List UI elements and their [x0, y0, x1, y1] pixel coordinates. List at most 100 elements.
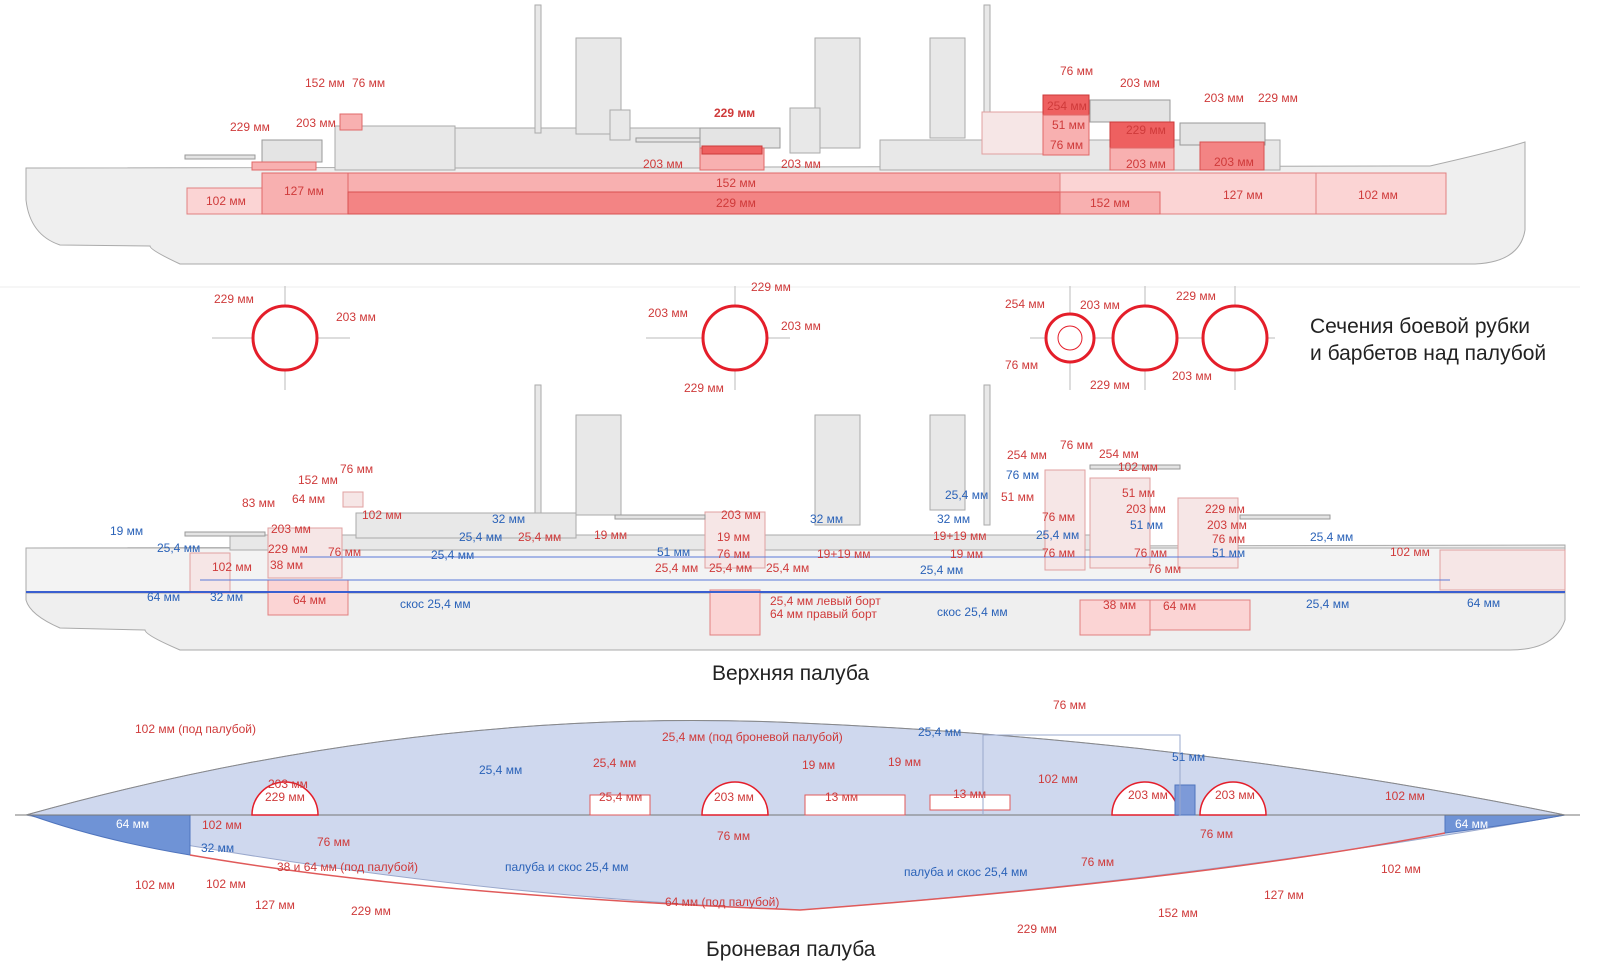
label: 102 мм: [206, 877, 246, 891]
label: 51 мм: [657, 545, 691, 559]
label: 127 мм: [1264, 888, 1304, 902]
label: 13 мм: [825, 790, 859, 804]
label: 51 мм: [1172, 750, 1206, 764]
label: 203 мм: [721, 508, 761, 522]
label: 25,4 мм: [1036, 528, 1080, 542]
label: 76 мм: [1200, 827, 1234, 841]
label: 127 мм: [1223, 188, 1263, 202]
label: 203 мм: [1207, 518, 1247, 532]
label: 25,4 мм: [157, 541, 201, 555]
label: 76 мм: [1042, 510, 1076, 524]
label: 203 мм: [1172, 369, 1212, 383]
armor-deck-title: Броневая палуба: [706, 938, 876, 961]
label: 25,4 мм: [655, 561, 699, 575]
label: 76 мм: [1081, 855, 1115, 869]
label: 102 мм: [1358, 188, 1398, 202]
label: 102 мм: [362, 508, 402, 522]
label: 76 мм: [1212, 532, 1246, 546]
label: 102 мм: [206, 194, 246, 208]
label: 102 мм: [1038, 772, 1078, 786]
label: 102 мм: [135, 878, 175, 892]
barbette-sections: [212, 286, 1275, 390]
label: 83 мм: [242, 496, 276, 510]
label: 229 мм: [716, 196, 756, 210]
label: 76 мм: [1060, 438, 1094, 452]
label: 76 мм: [1050, 138, 1084, 152]
label: скос 25,4 мм: [400, 597, 471, 611]
label: 76 мм: [1053, 698, 1087, 712]
label: 229 мм: [714, 106, 756, 120]
label: 19+19 мм: [817, 547, 871, 561]
label: 25,4 мм: [599, 790, 643, 804]
label: 25,4 мм левый борт: [770, 594, 881, 608]
label: 203 мм: [1214, 155, 1254, 169]
label: 152 мм: [298, 473, 338, 487]
label: 51 мм: [1212, 546, 1246, 560]
label: 76 мм: [1148, 562, 1182, 576]
label: 229 мм: [1176, 289, 1216, 303]
label: 127 мм: [255, 898, 295, 912]
label: 25,4 мм: [1310, 530, 1354, 544]
label: 32 мм: [810, 512, 844, 526]
label: 25,4 мм: [920, 563, 964, 577]
label: 102 мм: [212, 560, 252, 574]
label: 25,4 мм: [431, 548, 475, 562]
label: 203 мм: [1128, 788, 1168, 802]
label: 19+19 мм: [933, 529, 987, 543]
label: 19 мм: [888, 755, 922, 769]
label: 76 мм: [1006, 468, 1040, 482]
label: 25,4 мм: [918, 725, 962, 739]
label: 25,4 мм: [479, 763, 523, 777]
label: 76 мм: [352, 76, 386, 90]
label: 25,4 мм: [766, 561, 810, 575]
label: 38 и 64 мм (под палубой): [277, 860, 419, 874]
label: 229 мм: [751, 280, 791, 294]
label: 25,4 мм: [1306, 597, 1350, 611]
label: 229 мм: [684, 381, 724, 395]
label: 203 мм: [1215, 788, 1255, 802]
label: 203 мм: [336, 310, 376, 324]
label: 102 мм (под палубой): [135, 722, 256, 736]
label: 19 мм: [717, 530, 751, 544]
label: 203 мм: [271, 522, 311, 536]
label: 51 мм: [1001, 490, 1035, 504]
label: 32 мм: [937, 512, 971, 526]
label: 76 мм: [717, 829, 751, 843]
upper-deck-title: Верхняя палуба: [712, 662, 870, 685]
label: 32 мм: [201, 841, 235, 855]
label: 64 мм: [1163, 599, 1197, 613]
label: 76 мм: [317, 835, 351, 849]
label: 13 мм: [953, 787, 987, 801]
label: 19 мм: [110, 524, 144, 538]
label: 51 мм: [1052, 118, 1086, 132]
top-profile-view: [25, 4, 1526, 265]
label: 19 мм: [950, 547, 984, 561]
label: 127 мм: [284, 184, 324, 198]
label: 38 мм: [1103, 598, 1137, 612]
label: 254 мм: [1047, 99, 1087, 113]
label: 76 мм: [717, 547, 751, 561]
label: 152 мм: [716, 176, 756, 190]
label: 203 мм: [1126, 157, 1166, 171]
label: 64 мм: [292, 492, 326, 506]
label: 76 мм: [1134, 546, 1168, 560]
label: палуба и скос 25,4 мм: [904, 865, 1028, 879]
label: 203 мм: [296, 116, 336, 130]
label: 203 мм: [268, 777, 308, 791]
label: 25,4 мм (под броневой палубой): [662, 730, 843, 744]
label: 19 мм: [594, 528, 628, 542]
label: 102 мм: [202, 818, 242, 832]
label: 229 мм: [351, 904, 391, 918]
label: 229 мм: [1258, 91, 1298, 105]
label: 32 мм: [492, 512, 526, 526]
label: 229 мм: [265, 790, 305, 804]
label: 64 мм правый борт: [770, 607, 877, 621]
label: 152 мм: [1158, 906, 1198, 920]
label: 25,4 мм: [709, 561, 753, 575]
label: 76 мм: [340, 462, 374, 476]
label: 64 мм: [1467, 596, 1501, 610]
label: 25,4 мм: [593, 756, 637, 770]
armor-deck-view: [15, 719, 1580, 911]
label: 254 мм: [1005, 297, 1045, 311]
